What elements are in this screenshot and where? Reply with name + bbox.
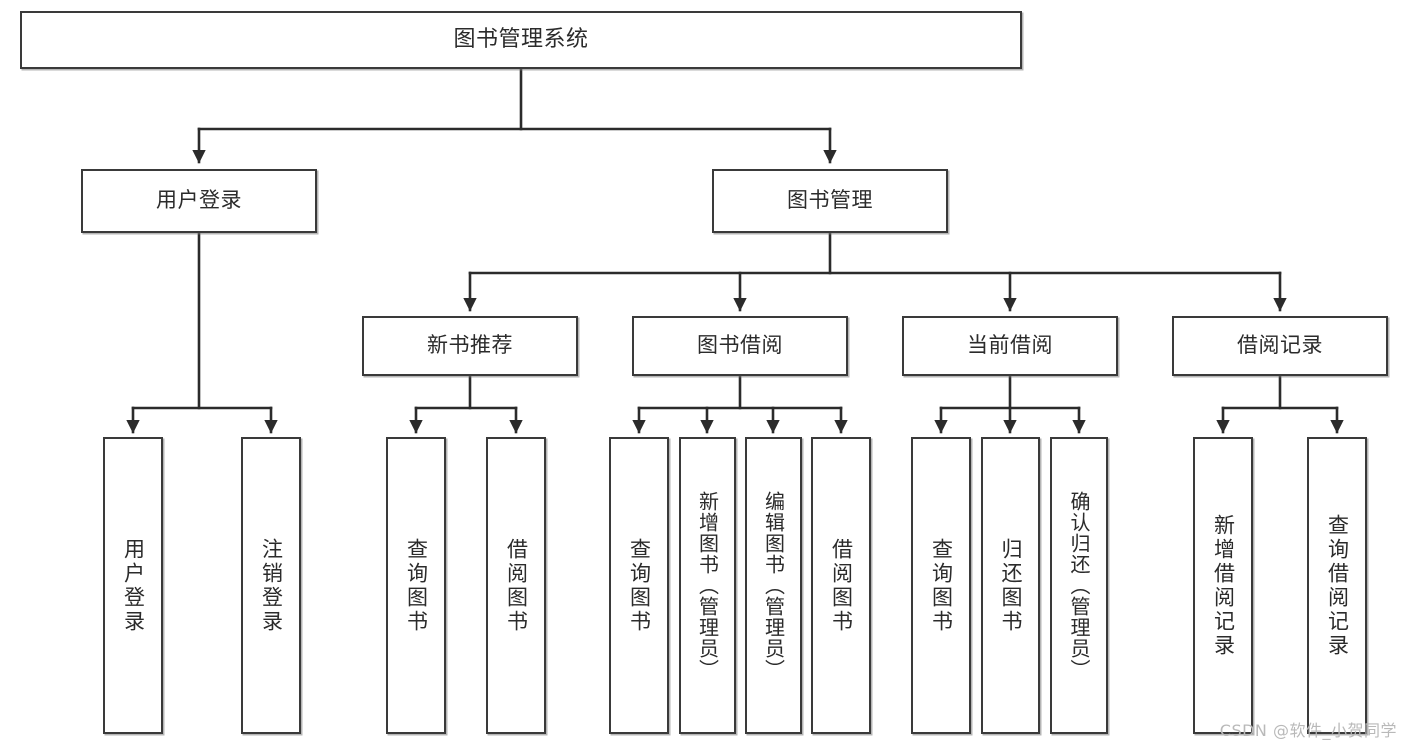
node-leaf-edit-book[interactable]: 编辑图书（管理员） [745, 437, 802, 734]
node-borrow-record-label: 借阅记录 [1237, 333, 1323, 358]
node-root-label: 图书管理系统 [453, 27, 589, 53]
node-leaf-logout[interactable]: 注销登录 [241, 437, 301, 734]
node-user-login[interactable]: 用户登录 [81, 169, 317, 233]
node-leaf-borrow-book-2-label: 借阅图书 [829, 537, 854, 634]
node-leaf-return-book-label: 归还图书 [999, 537, 1023, 634]
node-leaf-query-book-1[interactable]: 查询图书 [386, 437, 446, 734]
node-leaf-borrow-book-1-label: 借阅图书 [504, 537, 529, 634]
node-new-book-rec[interactable]: 新书推荐 [362, 316, 578, 376]
node-new-book-rec-label: 新书推荐 [427, 333, 513, 358]
node-leaf-query-book-3-label: 查询图书 [929, 537, 954, 634]
node-leaf-borrow-book-1[interactable]: 借阅图书 [486, 437, 546, 734]
node-leaf-confirm-return[interactable]: 确认归还（管理员） [1050, 437, 1108, 734]
node-leaf-query-record-label: 查询借阅记录 [1325, 513, 1350, 658]
node-leaf-logout-label: 注销登录 [259, 537, 284, 634]
node-leaf-user-login[interactable]: 用户登录 [103, 437, 163, 734]
node-leaf-user-login-label: 用户登录 [121, 537, 146, 634]
csdn-watermark: CSDN @软件_小贺同学 [1219, 721, 1397, 740]
node-leaf-query-book-1-label: 查询图书 [404, 537, 429, 634]
node-leaf-edit-book-label: 编辑图书（管理员） [761, 491, 786, 680]
node-user-login-label: 用户登录 [156, 188, 242, 213]
node-current-borrow-label: 当前借阅 [967, 333, 1053, 358]
node-borrow-record[interactable]: 借阅记录 [1172, 316, 1388, 376]
node-book-borrow-label: 图书借阅 [697, 333, 783, 358]
node-leaf-add-book[interactable]: 新增图书（管理员） [679, 437, 736, 734]
node-leaf-query-record[interactable]: 查询借阅记录 [1307, 437, 1367, 734]
node-book-manage-label: 图书管理 [787, 188, 873, 213]
node-book-borrow[interactable]: 图书借阅 [632, 316, 848, 376]
node-leaf-return-book[interactable]: 归还图书 [981, 437, 1040, 734]
node-leaf-add-book-label: 新增图书（管理员） [695, 491, 720, 680]
node-current-borrow[interactable]: 当前借阅 [902, 316, 1118, 376]
node-leaf-add-record-label: 新增借阅记录 [1211, 513, 1236, 658]
node-book-manage[interactable]: 图书管理 [712, 169, 948, 233]
node-root[interactable]: 图书管理系统 [20, 11, 1022, 69]
node-leaf-borrow-book-2[interactable]: 借阅图书 [811, 437, 871, 734]
node-leaf-confirm-return-label: 确认归还（管理员） [1067, 491, 1091, 680]
node-leaf-query-book-2-label: 查询图书 [627, 537, 652, 634]
node-leaf-query-book-3[interactable]: 查询图书 [911, 437, 971, 734]
node-leaf-add-record[interactable]: 新增借阅记录 [1193, 437, 1253, 734]
node-leaf-query-book-2[interactable]: 查询图书 [609, 437, 669, 734]
